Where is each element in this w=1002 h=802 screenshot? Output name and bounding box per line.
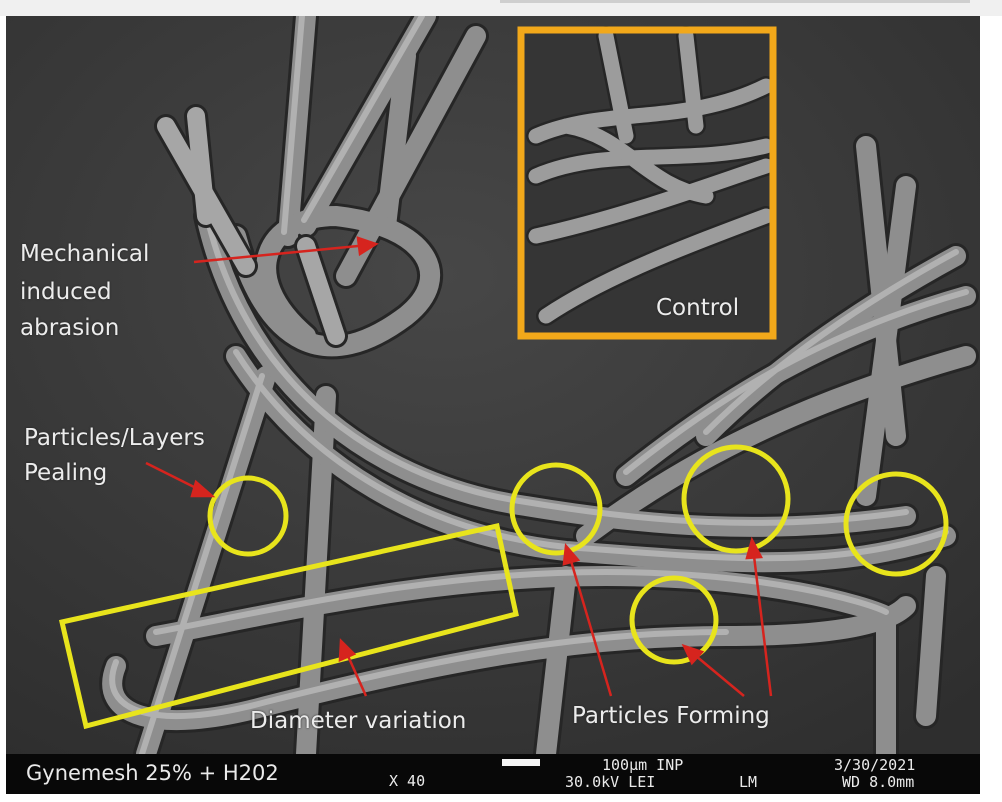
top-border-strip: [0, 0, 1002, 16]
label-pealing: Pealing: [24, 460, 108, 486]
voltage-text: 30.0kV LEI: [565, 773, 656, 791]
date-text: 3/30/2021: [834, 756, 916, 774]
label-mechanical-2: induced: [20, 279, 112, 305]
label-mechanical-3: abrasion: [20, 315, 120, 341]
pealing-circle: [207, 475, 289, 557]
control-inset: [517, 26, 777, 340]
label-diameter-variation: Diameter variation: [250, 708, 467, 734]
micrograph-image: [6, 16, 980, 754]
mode-text: LM: [739, 773, 758, 791]
control-box: [517, 26, 777, 340]
diameter-box: [58, 523, 519, 730]
highlight-markers: [58, 444, 949, 730]
magnification: X 40: [389, 772, 426, 790]
working-distance: WD 8.0mm: [842, 773, 915, 791]
particles-circle-3: [843, 471, 949, 577]
sem-micrograph: Mechanical induced abrasion Particles/La…: [6, 16, 980, 794]
sem-info-bar: Gynemesh 25% + H202 X 40 100μm INP 30.0k…: [6, 754, 980, 794]
particles-circle-4: [629, 575, 719, 665]
sample-label: Gynemesh 25% + H202: [26, 761, 279, 785]
scale-text: 100μm INP: [602, 756, 684, 774]
scale-bar: [502, 759, 540, 766]
label-control: Control: [656, 295, 740, 321]
top-border-line: [500, 0, 970, 3]
mesh-fibers: [99, 16, 979, 754]
label-particles-layers: Particles/Layers: [24, 425, 205, 451]
label-mechanical-1: Mechanical: [20, 241, 150, 267]
label-particles-forming: Particles Forming: [572, 703, 770, 729]
particles-circle-2: [681, 444, 791, 554]
particles-circle-1: [509, 462, 603, 556]
annotation-arrows: [145, 236, 773, 697]
